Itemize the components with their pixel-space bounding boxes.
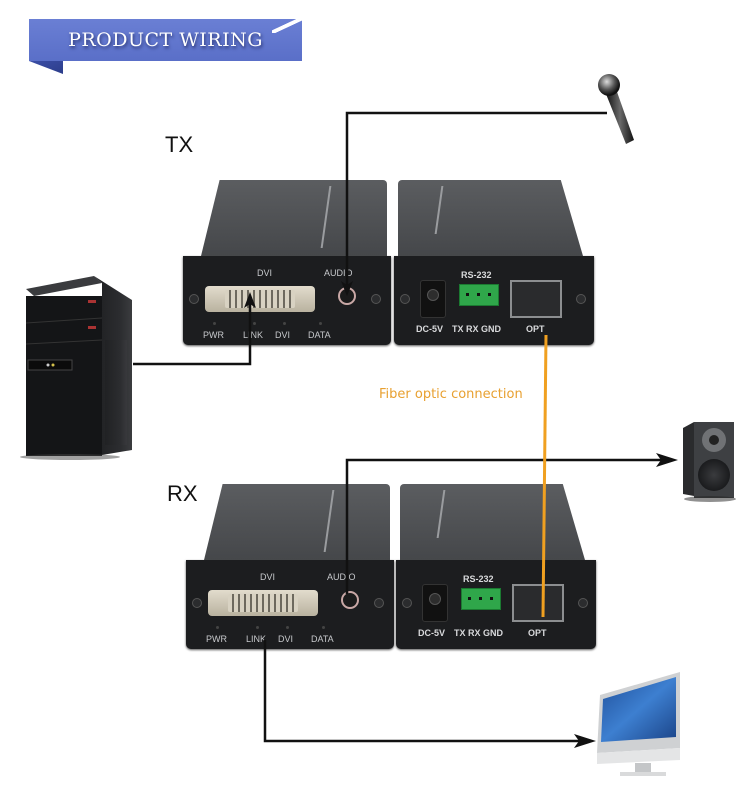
tx-optical-top — [398, 180, 583, 256]
led-link-icon — [253, 322, 256, 325]
rx-audio-label: AUDIO — [327, 572, 356, 582]
banner-stripe — [272, 19, 302, 33]
screw-icon — [371, 294, 381, 304]
tx-optical-front: RS-232 DC-5V TX RX GND OPT — [394, 256, 594, 345]
led-data-icon — [322, 626, 325, 629]
led-data-icon — [319, 322, 322, 325]
led-pwr-icon — [216, 626, 219, 629]
tx-rs232-terminal[interactable] — [459, 284, 499, 306]
speaker-icon — [683, 422, 736, 502]
rx-optical-top — [400, 484, 585, 560]
rx-rs232-terminal[interactable] — [461, 588, 501, 610]
tx-dc-label: DC-5V — [416, 324, 444, 334]
rx-serial-pins: TX RX GND — [454, 628, 504, 638]
screw-icon — [374, 598, 384, 608]
screw-icon — [400, 294, 410, 304]
tx-dvi-label: DVI — [257, 268, 273, 278]
led-label: DATA — [308, 330, 331, 340]
led-label: PWR — [203, 330, 224, 340]
tx-serial-pins: TX RX GND — [452, 324, 502, 334]
led-pwr-icon — [213, 322, 216, 325]
led-label: DATA — [311, 634, 334, 644]
screw-icon — [192, 598, 202, 608]
screw-icon — [578, 598, 588, 608]
rx-rs232-label: RS-232 — [463, 574, 494, 584]
tx-video-top — [201, 180, 387, 256]
rx-optical-unit: RS-232 DC-5V TX RX GND OPT — [396, 484, 600, 649]
screw-icon — [402, 598, 412, 608]
rx-video-front: DVI AUDIO PWR LINK DVI DATA — [186, 560, 394, 649]
speaker-wire — [345, 453, 678, 594]
banner-title: PRODUCT WIRING — [68, 29, 263, 51]
rx-opt-label: OPT — [528, 628, 547, 638]
rx-dvi-label: DVI — [260, 572, 276, 582]
tx-label: TX — [165, 132, 194, 157]
rx-dc-jack[interactable] — [422, 584, 448, 622]
tx-opt-port[interactable] — [510, 280, 562, 318]
tx-opt-label: OPT — [526, 324, 545, 334]
microphone-icon — [598, 74, 634, 144]
led-label: LINK — [243, 330, 264, 340]
monitor-icon — [597, 672, 680, 776]
mic-wire — [341, 111, 607, 296]
rx-video-top — [204, 484, 390, 560]
rx-video-unit: DVI AUDIO PWR LINK DVI DATA — [186, 484, 394, 649]
led-label: PWR — [206, 634, 227, 644]
fiber-connection-label: Fiber optic connection — [379, 387, 523, 402]
led-dvi-icon — [283, 322, 286, 325]
led-label: DVI — [278, 634, 294, 644]
tx-audio-label: AUDIO — [324, 268, 353, 278]
tx-dc-jack[interactable] — [420, 280, 446, 318]
tx-video-unit: DVI AUDIO PWR LINK DVI DATA — [183, 180, 391, 345]
rx-label: RX — [167, 481, 198, 506]
tx-dvi-port[interactable] — [205, 286, 315, 312]
screw-icon — [189, 294, 199, 304]
led-link-icon — [256, 626, 259, 629]
rx-opt-port[interactable] — [512, 584, 564, 622]
banner — [29, 19, 302, 61]
rx-dvi-port[interactable] — [208, 590, 318, 616]
led-dvi-icon — [286, 626, 289, 629]
tx-rs232-label: RS-232 — [461, 270, 492, 280]
rx-optical-front: RS-232 DC-5V TX RX GND OPT — [396, 560, 596, 649]
screw-icon — [576, 294, 586, 304]
pc-wire — [133, 292, 256, 366]
rx-dc-label: DC-5V — [418, 628, 446, 638]
led-label: DVI — [275, 330, 291, 340]
rx-audio-jack[interactable] — [341, 591, 359, 609]
led-label: LINK — [246, 634, 267, 644]
monitor-wire — [263, 640, 596, 748]
computer-tower-icon — [20, 276, 132, 460]
tx-optical-unit: RS-232 DC-5V TX RX GND OPT — [394, 180, 598, 345]
fiber-optic-cable — [541, 334, 548, 618]
